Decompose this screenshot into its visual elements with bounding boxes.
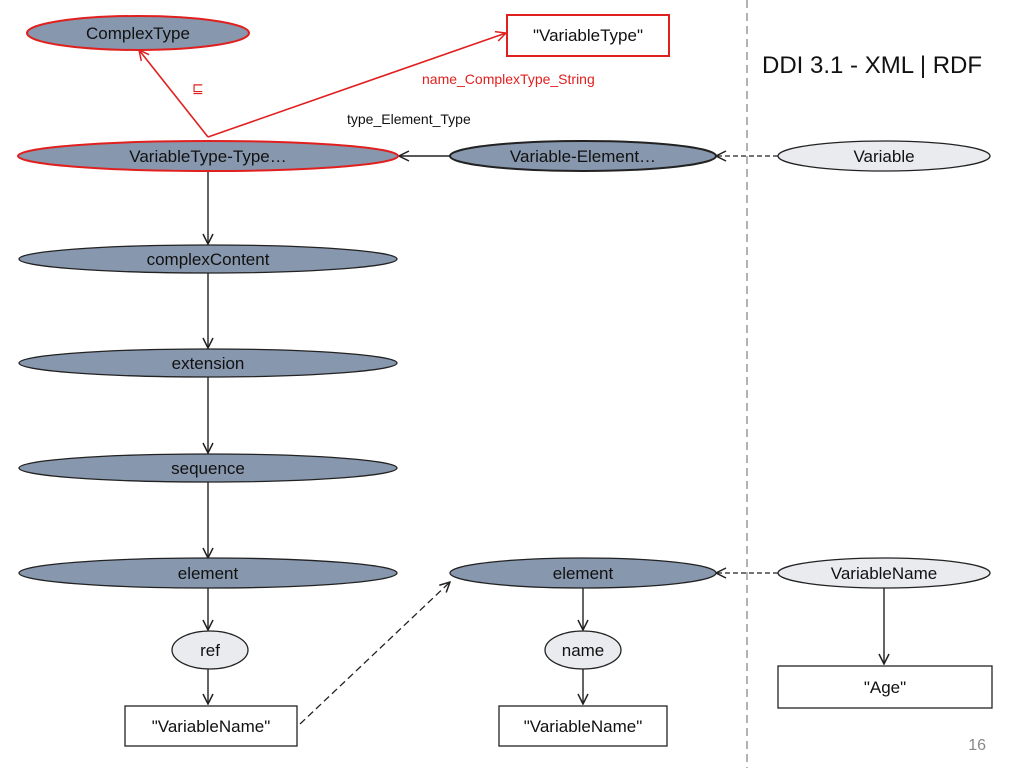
node-element-left: element	[18, 557, 398, 589]
svg-text:"VariableName": "VariableName"	[152, 717, 271, 736]
subclass-symbol: ⊑	[192, 80, 204, 96]
svg-text:element: element	[553, 564, 614, 583]
node-variablename-literal-mid: "VariableName"	[498, 705, 668, 747]
node-complexcontent: complexContent	[18, 244, 398, 274]
node-variabletype-literal: "VariableType"	[506, 14, 670, 57]
node-variabletype-type: VariableType-Type…	[17, 140, 399, 172]
svg-text:Variable: Variable	[853, 147, 914, 166]
node-variablename-literal-left: "VariableName"	[124, 705, 298, 747]
node-sequence: sequence	[18, 453, 398, 483]
edge-literal-to-element-mid	[299, 582, 450, 725]
svg-text:ComplexType: ComplexType	[86, 24, 190, 43]
svg-text:VariableName: VariableName	[831, 564, 937, 583]
svg-text:sequence: sequence	[171, 459, 245, 478]
edge-name-complextype-string	[207, 33, 506, 138]
svg-text:complexContent: complexContent	[147, 250, 270, 269]
svg-text:extension: extension	[172, 354, 245, 373]
node-element-mid: element	[449, 557, 717, 589]
svg-text:"VariableType": "VariableType"	[533, 26, 643, 45]
page-number: 16	[968, 737, 986, 754]
edge-label-name-complextype-string: name_ComplexType_String	[422, 71, 595, 87]
page-title: DDI 3.1 - XML | RDF	[762, 52, 982, 79]
node-age-literal: "Age"	[777, 665, 993, 709]
node-variable: Variable	[777, 140, 991, 172]
svg-text:Variable-Element…: Variable-Element…	[510, 147, 656, 166]
svg-text:element: element	[178, 564, 239, 583]
node-variablename: VariableName	[777, 557, 991, 589]
node-variable-element: Variable-Element…	[449, 140, 717, 172]
svg-text:ref: ref	[200, 641, 220, 660]
node-name: name	[544, 630, 622, 670]
svg-text:name: name	[562, 641, 605, 660]
node-ref: ref	[171, 630, 249, 670]
node-complextype: ComplexType	[26, 15, 250, 51]
edge-label-type-element-type: type_Element_Type	[347, 111, 471, 127]
node-extension: extension	[18, 348, 398, 378]
svg-text:"VariableName": "VariableName"	[524, 717, 643, 736]
svg-text:VariableType-Type…: VariableType-Type…	[129, 147, 286, 166]
svg-text:"Age": "Age"	[864, 678, 906, 697]
edge-subclass	[139, 50, 209, 138]
